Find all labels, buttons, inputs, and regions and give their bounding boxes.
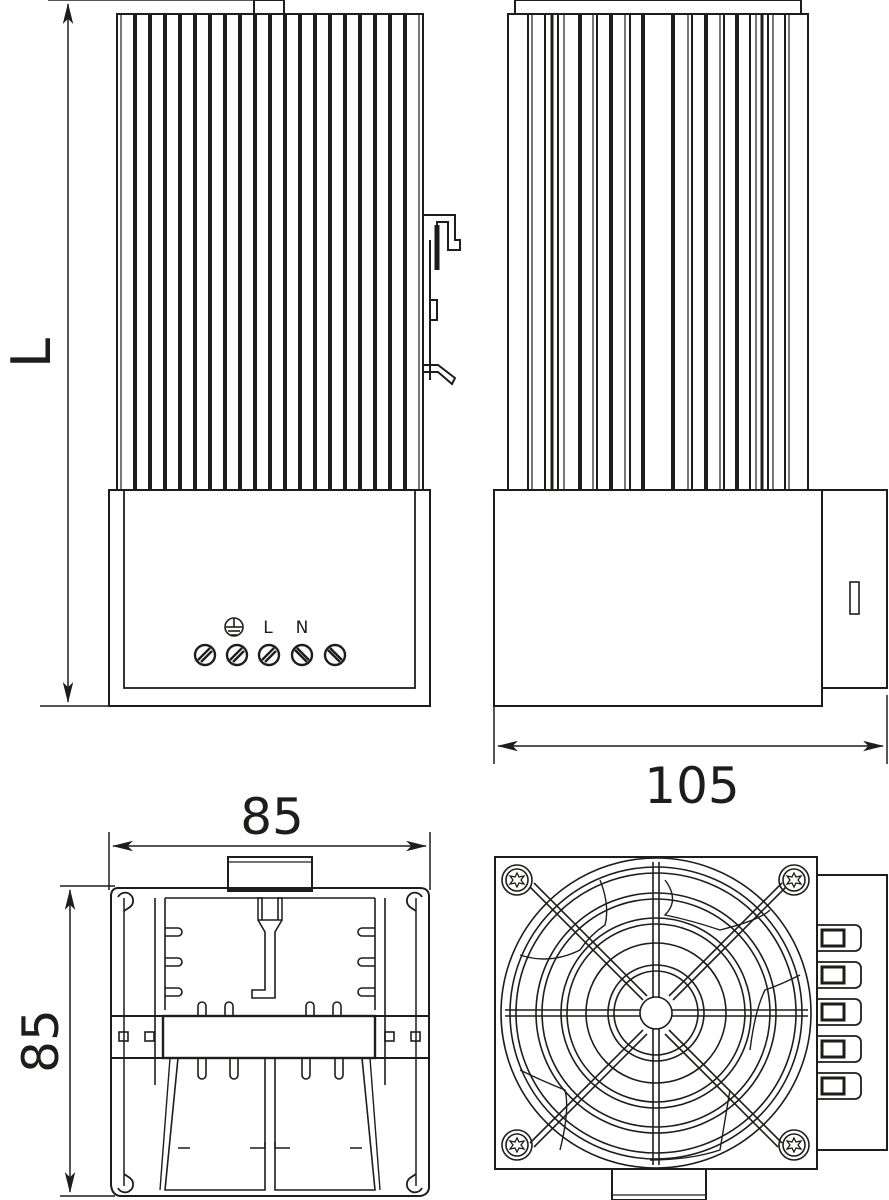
fan-blades bbox=[519, 879, 801, 1161]
din-rail-clip bbox=[423, 214, 461, 386]
wire-connector-icon bbox=[817, 1072, 862, 1100]
wire-connector-icon bbox=[817, 924, 862, 952]
profile-outline bbox=[110, 887, 430, 1197]
front-view bbox=[108, 0, 461, 707]
connector-housing bbox=[816, 874, 888, 1151]
wire-connector-icon bbox=[817, 998, 862, 1026]
connector-block bbox=[821, 489, 888, 689]
terminal-screw-icon bbox=[257, 643, 281, 667]
terminal-housing bbox=[108, 489, 431, 707]
terminal-screw-icon bbox=[323, 643, 347, 667]
neutral-terminal-label: N bbox=[296, 618, 309, 638]
terminal-screws bbox=[193, 643, 347, 667]
depth-dimension bbox=[493, 695, 888, 764]
fan-guard-rings bbox=[500, 857, 812, 1169]
cooling-fins bbox=[133, 14, 407, 490]
terminal-labels bbox=[224, 617, 244, 637]
bottom-tab bbox=[611, 1168, 707, 1200]
terminal-screw-icon bbox=[290, 643, 314, 667]
line-terminal-label: L bbox=[263, 618, 273, 638]
corner-channels bbox=[117, 891, 423, 1194]
torx-screw-heads bbox=[508, 871, 803, 1154]
height-label: 85 bbox=[12, 1009, 70, 1073]
width-dimension bbox=[108, 832, 431, 890]
corner-screws bbox=[501, 864, 810, 1161]
mounting-holes bbox=[118, 1031, 421, 1042]
height-dimension bbox=[60, 885, 115, 1197]
earth-symbol-icon bbox=[224, 617, 244, 637]
length-label: L bbox=[0, 338, 63, 368]
terminal-screw-icon bbox=[225, 643, 249, 667]
terminal-screw-icon bbox=[193, 643, 217, 667]
cooling-fins bbox=[527, 14, 790, 490]
fan-hub bbox=[639, 996, 673, 1030]
width-label: 85 bbox=[240, 788, 304, 846]
clamp-bar bbox=[110, 1015, 430, 1059]
switch-slot bbox=[849, 581, 860, 615]
length-dimension bbox=[40, 0, 254, 707]
top-tab bbox=[253, 0, 285, 15]
depth-label: 105 bbox=[644, 757, 739, 815]
side-view bbox=[493, 0, 888, 707]
wire-connector-icon bbox=[817, 961, 862, 989]
wire-connectors bbox=[817, 924, 862, 1100]
fan-guard-spokes bbox=[505, 862, 808, 1165]
housing bbox=[493, 489, 823, 707]
cross-section-view bbox=[110, 856, 430, 1197]
wire-connector-icon bbox=[817, 1035, 862, 1063]
fan-view bbox=[494, 856, 888, 1200]
